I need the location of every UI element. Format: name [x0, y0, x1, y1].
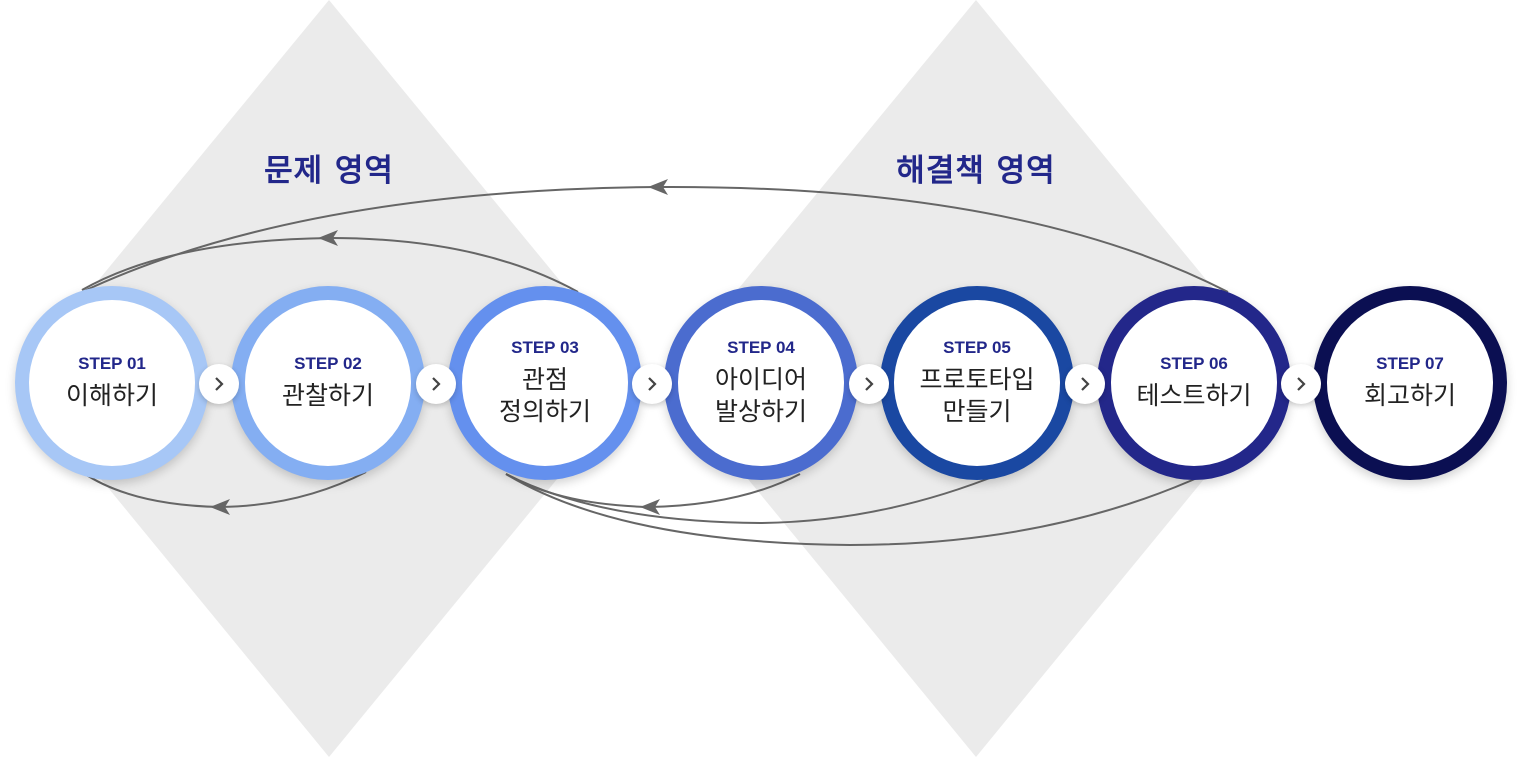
step-number: STEP 05	[943, 338, 1011, 357]
loop-06-to-01	[81, 185, 1229, 293]
step-05: STEP 05 프로토타입 만들기	[880, 286, 1074, 480]
loop-04-to-03-arrowhead	[640, 499, 660, 515]
step-title: 테스트하기	[1136, 381, 1252, 410]
step-number: STEP 03	[511, 338, 579, 357]
problem-zone-label: 문제 영역	[264, 153, 394, 189]
step-number: STEP 06	[1160, 354, 1228, 373]
step-number: STEP 07	[1376, 354, 1444, 373]
chevron-right-icon	[215, 377, 224, 391]
step-number: STEP 01	[78, 354, 146, 373]
step-number: STEP 04	[727, 338, 795, 357]
step-title: 이해하기	[65, 381, 158, 410]
next-step-connector-4	[849, 364, 889, 404]
loop-06-to-03	[505, 473, 1207, 547]
next-step-connector-5	[1065, 364, 1105, 404]
solution-zone-label: 해결책 영역	[896, 153, 1056, 189]
loop-03-to-01-arrowhead	[318, 230, 338, 246]
loop-06-to-01-arrowhead	[648, 179, 668, 195]
step-06: STEP 06 테스트하기	[1097, 286, 1291, 480]
step-02: STEP 02 관찰하기	[231, 286, 425, 480]
next-step-connector-3	[632, 364, 672, 404]
chevron-right-icon	[648, 377, 657, 391]
next-step-connector-2	[416, 364, 456, 404]
step-title: 아이디어 발상하기	[714, 365, 807, 426]
step-title: 관찰하기	[281, 381, 374, 410]
step-07: STEP 07 회고하기	[1313, 286, 1507, 480]
chevron-right-icon	[432, 377, 441, 391]
loop-02-to-01-arrowhead	[210, 499, 230, 515]
step-04: STEP 04 아이디어 발상하기	[664, 286, 858, 480]
step-01: STEP 01 이해하기	[15, 286, 209, 480]
next-step-connector-6	[1281, 364, 1321, 404]
step-03: STEP 03 관점 정의하기	[448, 286, 642, 480]
chevron-right-icon	[1297, 377, 1306, 391]
chevron-right-icon	[1081, 377, 1090, 391]
next-step-connector-1	[199, 364, 239, 404]
step-number: STEP 02	[294, 354, 362, 373]
step-title: 회고하기	[1363, 381, 1456, 410]
loop-03-to-01	[81, 236, 579, 293]
chevron-right-icon	[865, 377, 874, 391]
step-title: 프로토타입 만들기	[919, 365, 1035, 426]
loop-05-to-03	[505, 473, 1001, 525]
step-title: 관점 정의하기	[498, 365, 591, 426]
